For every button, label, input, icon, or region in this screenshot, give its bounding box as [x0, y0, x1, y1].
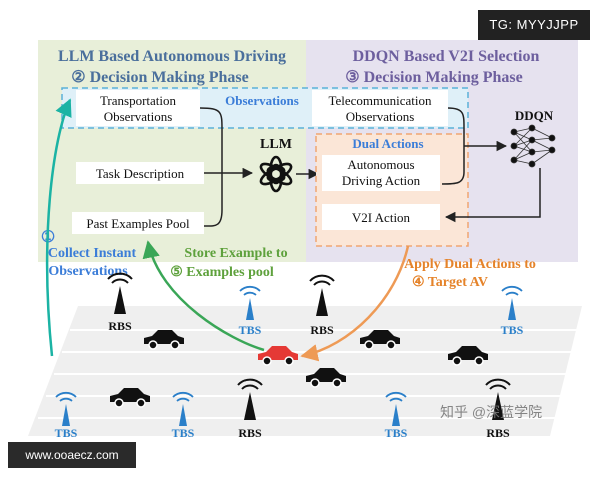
car-icon [144, 330, 184, 350]
rbs-tower-icon [309, 274, 335, 316]
telecom-observations-box [312, 90, 448, 126]
tbs-label: TBS [385, 426, 408, 440]
driving-action-box [322, 155, 440, 191]
rbs-label: RBS [310, 323, 334, 337]
rbs-label: RBS [238, 426, 262, 440]
tbs-label: TBS [501, 323, 524, 337]
tg-watermark: TG: MYYJJPP [478, 10, 590, 40]
rbs-tower-icon [485, 378, 511, 420]
tbs-label: TBS [55, 426, 78, 440]
ddqn-input-bracket [441, 107, 465, 185]
v2i-action-box [322, 204, 440, 230]
step-apply-line1: Apply Dual Actions to [404, 257, 536, 272]
apply-actions-arrow [300, 245, 410, 362]
transportation-observations-line1: Transportation [100, 93, 177, 108]
dual-actions-label: Dual Actions [352, 136, 423, 151]
tbs-tower-icon [239, 285, 261, 320]
task-description-label: Task Description [96, 166, 185, 181]
ddqn-label: DDQN [515, 108, 554, 123]
step-collect-line2: Observations [48, 264, 128, 279]
rbs-tower-icon [237, 378, 263, 420]
collect-observations-arrow [45, 98, 72, 357]
openai-logo-icon [259, 155, 293, 193]
tbs-label: TBS [172, 426, 195, 440]
observations-label: Observations [225, 93, 299, 108]
tbs-tower-icon [55, 391, 77, 426]
ddqn-to-v2i-arrow [444, 168, 541, 223]
tbs-label: TBS [239, 323, 262, 337]
ddqn-panel-title-line1: DDQN Based V2I Selection [353, 48, 540, 65]
step-collect-line1: Collect Instant [48, 246, 137, 261]
llm-panel-title-line2: ② Decision Making Phase [71, 69, 248, 86]
step-apply-line2: ④ Target AV [412, 275, 488, 290]
site-watermark: www.ooaecz.com [8, 442, 136, 468]
zhihu-watermark: 知乎 @深蓝学院 [440, 404, 543, 420]
v2i-action-label: V2I Action [352, 210, 411, 225]
ddqn-panel-title-line2: ③ Decision Making Phase [345, 69, 522, 86]
car-icon [306, 368, 346, 388]
telecom-observations-line2: Observations [346, 109, 415, 124]
tbs-tower-icon [385, 391, 407, 426]
rbs-label: RBS [108, 319, 132, 333]
transportation-observations-box [76, 90, 200, 126]
driving-action-line2: Driving Action [342, 173, 421, 188]
store-example-arrow [142, 240, 265, 352]
car-icon [110, 388, 150, 408]
target-av-car-icon [258, 346, 298, 366]
past-examples-box [72, 212, 204, 234]
car-icon [360, 330, 400, 350]
transportation-observations-line2: Observations [104, 109, 173, 124]
input-bracket [199, 107, 223, 227]
car-icon [448, 346, 488, 366]
rbs-tower-icon [107, 272, 133, 314]
llm-label: LLM [260, 137, 292, 152]
neural-network-icon [510, 124, 556, 168]
llm-panel-title-line1: LLM Based Autonomous Driving [58, 48, 286, 65]
tbs-tower-icon [172, 391, 194, 426]
task-description-box [76, 162, 204, 184]
step-store-line1: Store Example to [184, 246, 287, 261]
driving-action-line1: Autonomous [347, 157, 414, 172]
rbs-label: RBS [486, 426, 510, 440]
step-store-line2: ⑤ Examples pool [170, 265, 274, 280]
past-examples-label: Past Examples Pool [86, 216, 190, 231]
telecom-observations-line1: Telecommunication [328, 93, 432, 108]
tbs-tower-icon [501, 285, 523, 320]
